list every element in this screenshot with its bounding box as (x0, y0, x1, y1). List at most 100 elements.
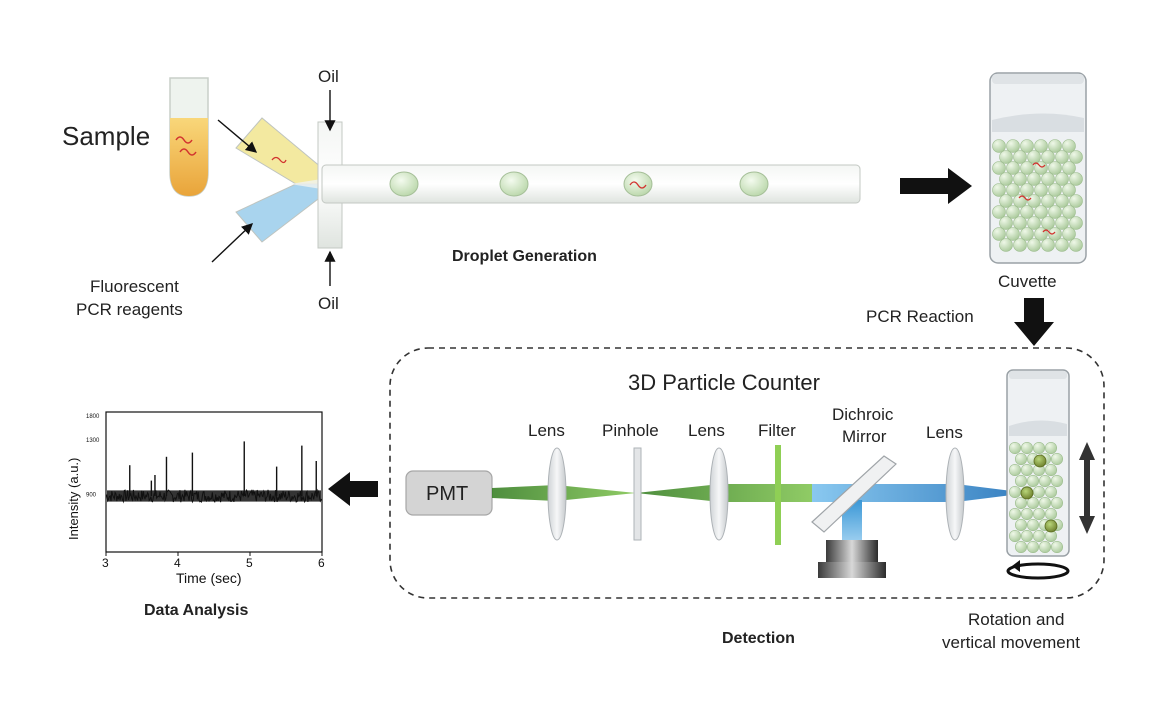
bead (1015, 541, 1026, 552)
bead (1028, 239, 1041, 252)
bead (1045, 486, 1056, 497)
bead (1051, 541, 1062, 552)
bead (1007, 140, 1020, 153)
bead (1009, 508, 1020, 519)
bead (1035, 184, 1048, 197)
dichroic-label-line2: Mirror (842, 427, 887, 446)
pcr-reaction-label: PCR Reaction (866, 307, 974, 326)
bead (1056, 217, 1069, 230)
bead (1063, 184, 1076, 197)
bead (1021, 530, 1032, 541)
lens-2 (710, 448, 728, 540)
bead (1027, 541, 1038, 552)
bead (1014, 239, 1027, 252)
bead (1049, 184, 1062, 197)
bead (1042, 195, 1055, 208)
rotation-label-line1: Rotation and (968, 610, 1064, 629)
detection-cuvette (1007, 370, 1069, 556)
y-tick-label: 1800 (86, 414, 100, 420)
bead (1009, 464, 1020, 475)
bead (1028, 173, 1041, 186)
x-tick-label: 5 (246, 556, 253, 570)
sample-label: Sample (62, 121, 150, 151)
bead (1007, 162, 1020, 175)
lens-3 (946, 448, 964, 540)
bead (1033, 486, 1044, 497)
rotation-label-line2: vertical movement (942, 633, 1080, 652)
droplet-generation-label: Droplet Generation (452, 248, 597, 265)
bead (1021, 140, 1034, 153)
lens-1-label: Lens (528, 421, 565, 440)
cuvette (990, 73, 1086, 263)
y-tick-label: 900 (86, 493, 97, 499)
pmt-label: PMT (426, 483, 468, 505)
rotation-arrow (1008, 560, 1068, 578)
filter-label: Filter (758, 421, 796, 440)
bead (1033, 530, 1044, 541)
bead (1039, 475, 1050, 486)
lens-2-label: Lens (688, 421, 725, 440)
bead (1070, 217, 1083, 230)
bead (993, 184, 1006, 197)
bead (993, 162, 1006, 175)
bead (1051, 497, 1062, 508)
vertical-movement-arrow (1079, 442, 1095, 534)
bead (1049, 140, 1062, 153)
bead (1070, 173, 1083, 186)
x-tick-label: 3 (102, 556, 109, 570)
fluorescent-label-line2: PCR reagents (76, 300, 183, 319)
bead (993, 206, 1006, 219)
bead (1070, 195, 1083, 208)
bead (1063, 206, 1076, 219)
bead (1045, 442, 1056, 453)
pcr-reaction-arrow (1014, 298, 1054, 346)
bead (1028, 217, 1041, 230)
lens-3-label: Lens (926, 423, 963, 442)
bead (1021, 508, 1032, 519)
lens-1 (548, 448, 566, 540)
light-source (818, 540, 886, 578)
bead (1033, 508, 1044, 519)
y-tick-label: 1300 (86, 438, 100, 444)
bead (1007, 228, 1020, 241)
bead (1021, 206, 1034, 219)
bead (1000, 239, 1013, 252)
droplet-channel (236, 118, 860, 248)
bead (1009, 442, 1020, 453)
bead (1021, 228, 1034, 241)
bead (1035, 206, 1048, 219)
bead (1042, 239, 1055, 252)
bead (1000, 151, 1013, 164)
bead (1063, 228, 1076, 241)
fluorescent-bead (1021, 487, 1033, 499)
bead (1051, 475, 1062, 486)
oil-top-label: Oil (318, 67, 339, 86)
noise-band (107, 490, 321, 501)
bead (1009, 486, 1020, 497)
bead (1039, 497, 1050, 508)
x-axis-label: Time (sec) (176, 570, 242, 586)
bead (1000, 217, 1013, 230)
sample-tube (170, 78, 208, 196)
bead (1056, 195, 1069, 208)
y-axis-label: Intensity (a.u.) (66, 458, 81, 540)
bead (1070, 239, 1083, 252)
bead (1042, 151, 1055, 164)
bead (1063, 162, 1076, 175)
bead (1033, 442, 1044, 453)
bead (1021, 162, 1034, 175)
bead (1070, 151, 1083, 164)
bead (1007, 206, 1020, 219)
pinhole-label: Pinhole (602, 421, 659, 440)
bead (1042, 173, 1055, 186)
bead (1049, 162, 1062, 175)
bead (1014, 151, 1027, 164)
bead (1045, 464, 1056, 475)
bead (1027, 475, 1038, 486)
bead (1021, 184, 1034, 197)
fluorescent-label-line1: Fluorescent (90, 277, 179, 296)
bead (1063, 140, 1076, 153)
bead (1051, 453, 1062, 464)
bead (1049, 206, 1062, 219)
bead (1015, 475, 1026, 486)
